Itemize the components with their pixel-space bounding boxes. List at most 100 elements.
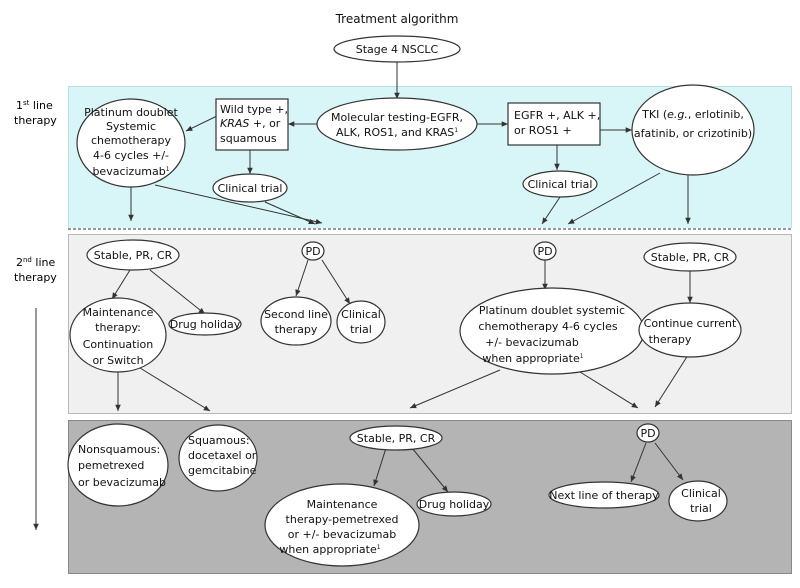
- node-wild-type: Wild type +, KRAS +, or squamous: [215, 98, 289, 151]
- svg-text:EGFR +, ALK +,: EGFR +, ALK +,: [514, 109, 600, 122]
- node-stage4: Stage 4 NSCLC: [333, 35, 461, 63]
- edge-tki-to-pd: [567, 172, 661, 225]
- node-maintenance-pemetrexed: Maintenance therapy-pemetrexed or +/- be…: [264, 483, 420, 567]
- svg-text:PD: PD: [640, 427, 655, 440]
- node-platinum-first: Platinum doublet Systemic chemotherapy 4…: [76, 98, 186, 188]
- svg-text:Platinum doublet: Platinum doublet: [84, 106, 178, 119]
- node-clinical-trial-2: Clinical trial: [522, 170, 598, 198]
- node-drug-holiday-1: Drug holiday: [168, 312, 242, 336]
- node-squamous: Squamous: docetaxel or gemcitabine: [178, 424, 258, 492]
- svg-text:Molecular testing-EGFR,: Molecular testing-EGFR,: [331, 111, 463, 124]
- svg-text:KRAS +, or: KRAS +, or: [220, 117, 281, 130]
- svg-text:Continue current: Continue current: [644, 317, 737, 330]
- svg-text:Squamous:: Squamous:: [188, 434, 250, 447]
- svg-text:chemotherapy: chemotherapy: [91, 134, 172, 147]
- svg-text:Clinical: Clinical: [341, 308, 381, 321]
- svg-text:therapy: therapy: [649, 333, 692, 346]
- node-stable-right: Stable, PR, CR: [643, 242, 737, 272]
- svg-text:+/- bevacizumab: +/- bevacizumab: [485, 336, 579, 349]
- node-continue-therapy: Continue current therapy: [638, 302, 742, 358]
- node-molecular-testing: Molecular testing-EGFR, ALK, ROS1, and K…: [316, 97, 478, 151]
- node-pd-bottom: PD: [636, 423, 660, 443]
- edge-platinum-left: [409, 369, 501, 409]
- svg-text:Second line: Second line: [264, 308, 328, 321]
- svg-text:4-6 cycles +/-: 4-6 cycles +/-: [93, 149, 169, 162]
- svg-text:when appropriate1: when appropriate1: [482, 352, 583, 365]
- edge-pd-to-next: [630, 442, 647, 483]
- node-next-line-therapy: Next line of therapy: [548, 481, 660, 509]
- svg-text:therapy: therapy: [275, 323, 318, 336]
- node-egfr-alk-ros1: EGFR +, ALK +, or ROS1 +: [507, 102, 601, 146]
- svg-text:trial: trial: [350, 323, 372, 336]
- second-line-label: 2nd line therapy: [14, 256, 59, 284]
- edge-platinum-to-pd: [154, 184, 323, 225]
- edge-stable-to-holiday2: [411, 447, 449, 493]
- svg-text:or Switch: or Switch: [92, 354, 143, 367]
- node-maintenance: Maintenance therapy: Continuation or Swi…: [69, 297, 167, 373]
- node-nonsquamous: Nonsquamous: pemetrexed or bevacizumab: [67, 423, 169, 507]
- svg-text:afatinib, or crizotinib): afatinib, or crizotinib): [634, 127, 752, 140]
- svg-text:Drug holiday: Drug holiday: [419, 498, 490, 511]
- svg-text:squamous: squamous: [220, 132, 277, 145]
- first-line-label: 1st line therapy: [14, 99, 57, 127]
- svg-text:Nonsquamous:: Nonsquamous:: [78, 443, 160, 456]
- diagram-title: Treatment algorithm: [335, 12, 459, 26]
- edge-stable-to-maint: [111, 269, 131, 300]
- svg-text:when appropriate1: when appropriate1: [279, 543, 380, 556]
- node-stable-left: Stable, PR, CR: [86, 239, 180, 271]
- svg-text:Clinical trial: Clinical trial: [528, 178, 593, 191]
- svg-text:PD: PD: [537, 245, 552, 258]
- svg-text:docetaxel or: docetaxel or: [188, 449, 257, 462]
- svg-text:Wild type +,: Wild type +,: [220, 103, 288, 116]
- edge-pd-to-second: [295, 259, 309, 297]
- svg-text:or ROS1 +: or ROS1 +: [514, 124, 572, 137]
- node-stable-bottom: Stable, PR, CR: [349, 425, 443, 451]
- svg-text:Systemic: Systemic: [106, 120, 156, 133]
- svg-text:gemcitabine: gemcitabine: [188, 464, 257, 477]
- edge-wildtype-to-platinum: [185, 115, 218, 132]
- node-clinical-trial-1: Clinical trial: [212, 173, 288, 203]
- svg-text:ALK, ROS1, and KRAS1: ALK, ROS1, and KRAS1: [336, 126, 458, 139]
- svg-text:pemetrexed: pemetrexed: [78, 459, 144, 472]
- svg-text:Maintenance: Maintenance: [307, 498, 378, 511]
- node-tki: TKI (e.g., erlotinib, afatinib, or crizo…: [631, 84, 755, 176]
- svg-text:Next line of therapy: Next line of therapy: [549, 489, 659, 502]
- svg-text:bevacizumab1: bevacizumab1: [92, 165, 169, 178]
- svg-text:Platinum doublet systemic: Platinum doublet systemic: [479, 304, 625, 317]
- svg-text:Stable, PR, CR: Stable, PR, CR: [651, 251, 730, 264]
- node-second-line-therapy: Second line therapy: [260, 296, 332, 346]
- svg-text:Clinical: Clinical: [681, 487, 721, 500]
- edge-pd-to-trial2: [654, 442, 684, 481]
- edge-stable-to-holiday: [149, 269, 206, 315]
- svg-text:Maintenance: Maintenance: [83, 306, 154, 319]
- edge-stable-to-maintpem: [373, 447, 387, 487]
- svg-text:Stage 4 NSCLC: Stage 4 NSCLC: [356, 43, 439, 56]
- svg-text:PD: PD: [305, 245, 320, 258]
- node-platinum-second: Platinum doublet systemic chemotherapy 4…: [459, 287, 645, 375]
- svg-text:therapy-pemetrexed: therapy-pemetrexed: [286, 513, 399, 526]
- svg-text:chemotherapy 4-6 cycles: chemotherapy 4-6 cycles: [478, 320, 617, 333]
- flow-edges: [111, 62, 693, 493]
- svg-text:or bevacizumab: or bevacizumab: [78, 476, 166, 489]
- svg-text:Stable, PR, CR: Stable, PR, CR: [357, 432, 436, 445]
- edge-platinum-right: [579, 371, 639, 409]
- svg-text:Drug holiday: Drug holiday: [170, 318, 241, 331]
- svg-text:TKI (e.g., erlotinib,: TKI (e.g., erlotinib,: [641, 108, 744, 121]
- edge-trial1-to-pd: [264, 201, 316, 225]
- node-drug-holiday-2: Drug holiday: [416, 491, 492, 517]
- node-clinical-trial-4: Clinical trial: [668, 480, 728, 522]
- edge-trial2-to-pd: [541, 196, 561, 225]
- node-pd-left: PD: [301, 241, 325, 261]
- node-pd-right: PD: [533, 241, 557, 261]
- svg-text:trial: trial: [690, 502, 712, 515]
- edge-pd-to-trial: [321, 259, 351, 305]
- svg-text:or +/- bevacizumab: or +/- bevacizumab: [288, 528, 396, 541]
- node-clinical-trial-3: Clinical trial: [336, 300, 386, 344]
- svg-text:Stable, PR, CR: Stable, PR, CR: [94, 249, 173, 262]
- svg-text:therapy:: therapy:: [95, 321, 141, 334]
- svg-text:Clinical trial: Clinical trial: [218, 182, 283, 195]
- svg-text:Continuation: Continuation: [83, 338, 154, 351]
- edge-maint-to-switch: [139, 367, 211, 412]
- edge-continue-down: [654, 351, 691, 408]
